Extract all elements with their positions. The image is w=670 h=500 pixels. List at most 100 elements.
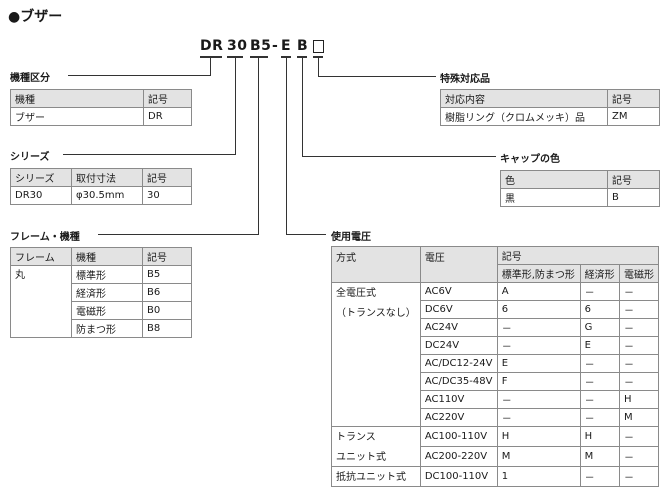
connector-b5 bbox=[258, 58, 259, 234]
series-cell: DR30 bbox=[10, 186, 72, 205]
voltage-header-sym: 記号 bbox=[496, 246, 660, 265]
frame-header: 記号 bbox=[142, 247, 192, 266]
label-series: シリーズ bbox=[10, 152, 50, 163]
voltage-cell: － bbox=[579, 282, 621, 301]
voltage-cell: A bbox=[496, 282, 581, 301]
frame-cell: B5 bbox=[142, 265, 192, 284]
voltage-method-line: ユニット式 bbox=[336, 452, 386, 463]
voltage-method-line: 抵抗ユニット式 bbox=[336, 472, 406, 483]
voltage-cell: － bbox=[619, 318, 659, 337]
connector-dr-h bbox=[68, 75, 211, 76]
voltage-cell: F bbox=[496, 372, 581, 391]
voltage-header-method: 方式 bbox=[331, 246, 421, 283]
series-header: 記号 bbox=[142, 168, 192, 187]
voltage-cell: － bbox=[619, 300, 659, 319]
series-cell: 30 bbox=[142, 186, 192, 205]
special-cell: ZM bbox=[607, 107, 660, 126]
connector-e-h bbox=[286, 234, 326, 235]
voltage-cell: － bbox=[619, 466, 659, 487]
label-voltage: 使用電圧 bbox=[331, 232, 371, 243]
voltage-cell: AC/DC35-48V bbox=[419, 372, 498, 391]
special-header: 記号 bbox=[607, 89, 660, 108]
voltage-method: 全電圧式（トランスなし） bbox=[331, 282, 421, 427]
frame-cell: 経済形 bbox=[71, 283, 143, 302]
voltage-cell: － bbox=[579, 354, 621, 373]
underline-b5 bbox=[250, 56, 268, 58]
code-e: E bbox=[281, 38, 292, 54]
label-frame: フレーム・機種 bbox=[10, 232, 80, 243]
voltage-method-line: 全電圧式 bbox=[336, 288, 376, 299]
voltage-cell: M bbox=[579, 446, 621, 467]
frame-cell: 標準形 bbox=[71, 265, 143, 284]
cap-header: 色 bbox=[500, 170, 608, 189]
voltage-cell: AC/DC12-24V bbox=[419, 354, 498, 373]
voltage-cell: 6 bbox=[579, 300, 621, 319]
voltage-cell: － bbox=[619, 372, 659, 391]
voltage-cell: E bbox=[579, 336, 621, 355]
voltage-cell: AC220V bbox=[419, 408, 498, 427]
voltage-cell: － bbox=[579, 372, 621, 391]
voltage-cell: － bbox=[619, 426, 659, 447]
voltage-cell: DC100-110V bbox=[419, 466, 498, 487]
voltage-cell: AC100-110V bbox=[419, 426, 498, 447]
voltage-cell: M bbox=[496, 446, 581, 467]
voltage-subheader: 標準形,防まつ形 bbox=[496, 264, 581, 283]
voltage-cell: DC6V bbox=[419, 300, 498, 319]
voltage-row: AC24V－G－ bbox=[332, 318, 659, 337]
cap-cell: B bbox=[607, 188, 660, 207]
voltage-cell: － bbox=[619, 354, 659, 373]
voltage-cell: G bbox=[579, 318, 621, 337]
cap-header: 記号 bbox=[607, 170, 660, 189]
connector-b bbox=[302, 58, 303, 156]
connector-e bbox=[286, 58, 287, 234]
connector-30-h bbox=[63, 154, 236, 155]
connector-box bbox=[318, 58, 319, 76]
connector-30 bbox=[235, 58, 236, 154]
connector-dr bbox=[210, 58, 211, 75]
connector-box-h bbox=[318, 76, 436, 77]
underline-e bbox=[281, 56, 291, 58]
kishu-header: 機種 bbox=[10, 89, 144, 108]
code-separator: - bbox=[272, 38, 279, 54]
underline-box bbox=[313, 56, 323, 58]
connector-b-h bbox=[302, 156, 496, 157]
special-cell: 樹脂リング（クロムメッキ）品 bbox=[440, 107, 608, 126]
series-cell: φ30.5mm bbox=[71, 186, 143, 205]
voltage-cell: － bbox=[496, 390, 581, 409]
code-30: 30 bbox=[227, 38, 248, 54]
frame-cell: B0 bbox=[142, 301, 192, 320]
label-cap: キャップの色 bbox=[500, 154, 560, 165]
voltage-method: トランスユニット式 bbox=[331, 426, 421, 467]
voltage-cell: H bbox=[619, 390, 659, 409]
kishu-header: 記号 bbox=[143, 89, 192, 108]
voltage-cell: － bbox=[579, 466, 621, 487]
voltage-row: AC220V－－M bbox=[332, 408, 659, 427]
voltage-cell: H bbox=[579, 426, 621, 447]
voltage-subheader: 電磁形 bbox=[619, 264, 659, 283]
voltage-subheader: 経済形 bbox=[579, 264, 621, 283]
voltage-cell: E bbox=[496, 354, 581, 373]
label-kishu: 機種区分 bbox=[10, 73, 50, 84]
kishu-cell: DR bbox=[143, 107, 192, 126]
voltage-cell: － bbox=[579, 408, 621, 427]
frame-cell: B8 bbox=[142, 319, 192, 338]
connector-b5-h bbox=[98, 234, 259, 235]
voltage-cell: AC200-220V bbox=[419, 446, 498, 467]
code-b5: B5 bbox=[250, 38, 272, 54]
kishu-cell: ブザー bbox=[10, 107, 144, 126]
frame-cell: 防まつ形 bbox=[71, 319, 143, 338]
frame-shape: 丸 bbox=[10, 265, 72, 338]
voltage-cell: AC6V bbox=[419, 282, 498, 301]
frame-header: 機種 bbox=[71, 247, 143, 266]
code-b: B bbox=[297, 38, 309, 54]
